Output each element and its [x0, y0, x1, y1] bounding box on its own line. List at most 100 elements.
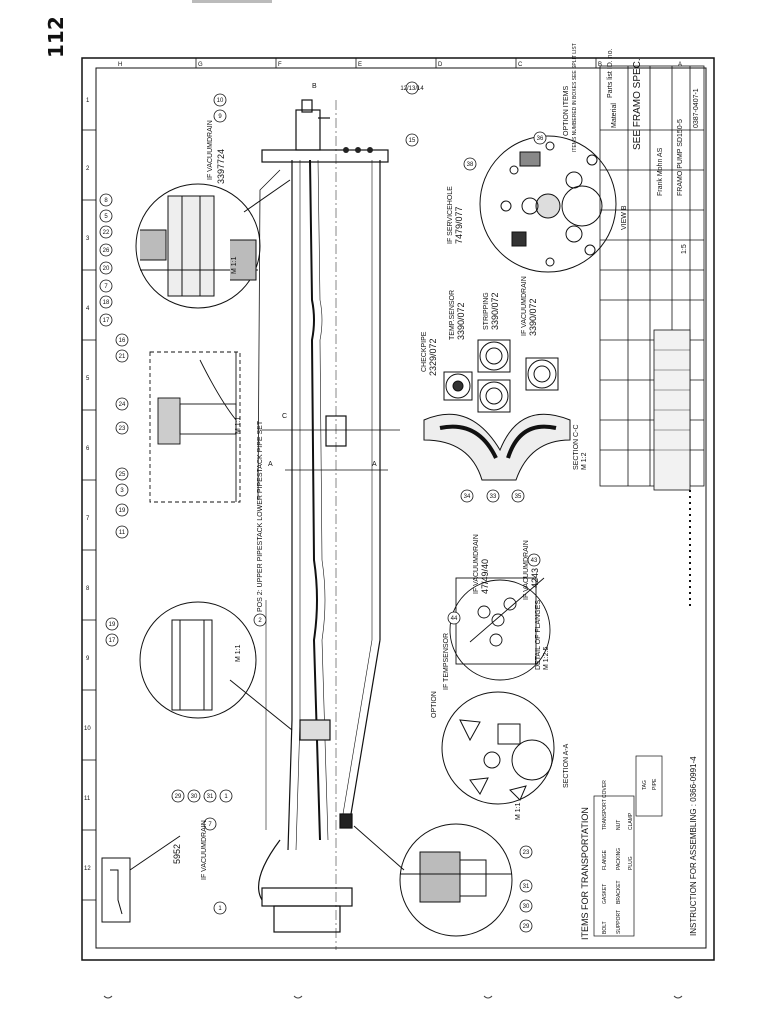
balloon-label: 21	[119, 354, 126, 360]
detail-circle-bottom	[353, 823, 513, 937]
balloon-label: 8	[104, 198, 108, 204]
scale-label: M 1:1	[515, 802, 522, 820]
outer-frame	[81, 57, 715, 961]
detail-circle-lower	[139, 601, 293, 731]
balloon-label: 9	[218, 114, 222, 120]
transport-item: PLUG	[628, 856, 634, 870]
inner-frame	[95, 67, 707, 949]
transport-item: BOLT	[602, 921, 608, 934]
title-scale: 1:5	[681, 244, 688, 254]
label-option-items: OPTION ITEMS	[563, 86, 570, 137]
balloon-label: 26	[103, 248, 110, 254]
balloon-label: 19	[109, 622, 116, 628]
balloon-label: 30	[191, 794, 198, 800]
grid-number: 5	[86, 376, 90, 382]
label-code: 5952	[172, 844, 182, 864]
grid-letter: G	[198, 62, 203, 68]
balloon-label: 38	[467, 162, 474, 168]
label-if-vacuumdrain: IF VACUUMDRAIN	[207, 120, 214, 180]
grid-number: 4	[86, 306, 90, 312]
label-if-tempsensor: IF TEMPSENSOR	[443, 633, 450, 690]
label-option-items-note: ITEMS NUMBERED IN BOXES SEE SPLIT LIST	[572, 43, 578, 152]
label-code: 47/49/40	[480, 559, 490, 594]
label-instruction: INSTRUCTION FOR ASSEMBLING : 0366-0991-4	[689, 756, 698, 936]
label-option: OPTION	[431, 691, 438, 718]
balloon-label: 30	[523, 904, 530, 910]
transport-item: PACKING	[616, 848, 622, 870]
title-block	[599, 65, 705, 610]
scale-label: M 1:1	[235, 644, 242, 662]
balloon-label: 19	[119, 508, 126, 514]
balloon-label: 1	[218, 906, 222, 912]
balloon-label: 17	[109, 638, 116, 644]
grid-number: 1	[86, 98, 90, 104]
label-stripping: STRIPPING	[483, 292, 490, 330]
grid-number: 8	[86, 586, 90, 592]
label-code: 3397724	[216, 149, 226, 184]
transport-item: CLAMP	[628, 812, 634, 830]
grid-letter: F	[278, 62, 282, 68]
balloon-label: 20	[103, 266, 110, 272]
label-code: 7479/077	[454, 206, 464, 244]
balloon-label: 15	[409, 138, 416, 144]
section-marker-a: A	[372, 461, 377, 468]
label-code: 3390/072	[490, 292, 500, 330]
balloon-label: 7	[208, 822, 212, 828]
label-section-cc-scale: M 1:2	[581, 452, 588, 470]
grid-letter: A	[678, 62, 682, 68]
transport-item: TRANSPORT COVER	[602, 780, 608, 830]
grid-number: 11	[84, 796, 91, 802]
pump-column	[257, 99, 400, 950]
transport-item: FLANGE	[602, 849, 608, 870]
transport-item: GASKET	[602, 884, 608, 904]
balloon-label: 35	[515, 494, 522, 500]
label-detail-flanges-scale: M 1:2.5	[543, 647, 550, 670]
label-if-vacuumdrain: IF VACUUMDRAIN	[523, 540, 530, 600]
title-material-value: SEE FRAMO SPEC.	[632, 58, 643, 150]
balloon-label: 17	[103, 318, 110, 324]
grid-number: 10	[84, 726, 91, 732]
balloon-label: 7	[104, 284, 108, 290]
balloon-label: 23	[523, 850, 530, 856]
label-detail-flanges: DETAIL OF FLANGES	[535, 600, 542, 670]
grid-number: 3	[86, 236, 90, 242]
balloon-label: 1	[224, 794, 228, 800]
balloon-label: 43	[531, 558, 538, 564]
grid-number: 9	[86, 656, 90, 662]
transport-item: TAG	[642, 780, 648, 790]
grid-letter: H	[118, 62, 122, 68]
label-code: 3390/072	[528, 298, 538, 336]
label-if-vacuumdrain: IF VACUUMDRAIN	[201, 820, 208, 880]
section-cc	[423, 339, 571, 481]
label-if-vacuumdrain: IF VACUUMDRAIN	[473, 534, 480, 594]
balloon-label: 44	[451, 616, 458, 622]
label-code: 4243	[530, 568, 540, 588]
title-product: FRAMO PUMP SD150-5	[677, 119, 684, 196]
section-marker-a: A	[268, 461, 273, 468]
title-material-label: Material	[611, 103, 618, 128]
balloon-label: 11	[119, 530, 126, 536]
label-pipe-set: POS 2: UPPER PIPESTACK LOWER PIPESTACK P…	[257, 420, 264, 612]
view-b-flange	[479, 135, 617, 273]
balloon-label: 16	[119, 338, 126, 344]
label-tempsensor: TEMP.SENSOR	[449, 290, 456, 340]
balloon-label: 18	[103, 300, 110, 306]
grid-letter: D	[438, 62, 443, 68]
transport-item: BRACKET	[616, 880, 622, 904]
label-code: 3390/072	[456, 302, 466, 340]
grid-number: 7	[86, 516, 90, 522]
grid-number: 12	[84, 866, 91, 872]
scale-label: M 1:1	[231, 256, 238, 274]
label-checkpipe: CHECKPIPE	[421, 331, 428, 372]
scale-label: M 1:1	[235, 416, 242, 434]
balloon-label: 5	[104, 214, 108, 220]
grid-letter: B	[598, 62, 602, 68]
balloon-label: 12/13/14	[400, 86, 424, 92]
section-aa	[441, 691, 555, 805]
detail-circle-upper	[135, 179, 291, 309]
balloon-label: 2	[258, 618, 262, 624]
transport-item: PIPE	[652, 778, 658, 790]
balloon-label: 23	[119, 426, 126, 432]
balloon-label: 33	[490, 494, 497, 500]
